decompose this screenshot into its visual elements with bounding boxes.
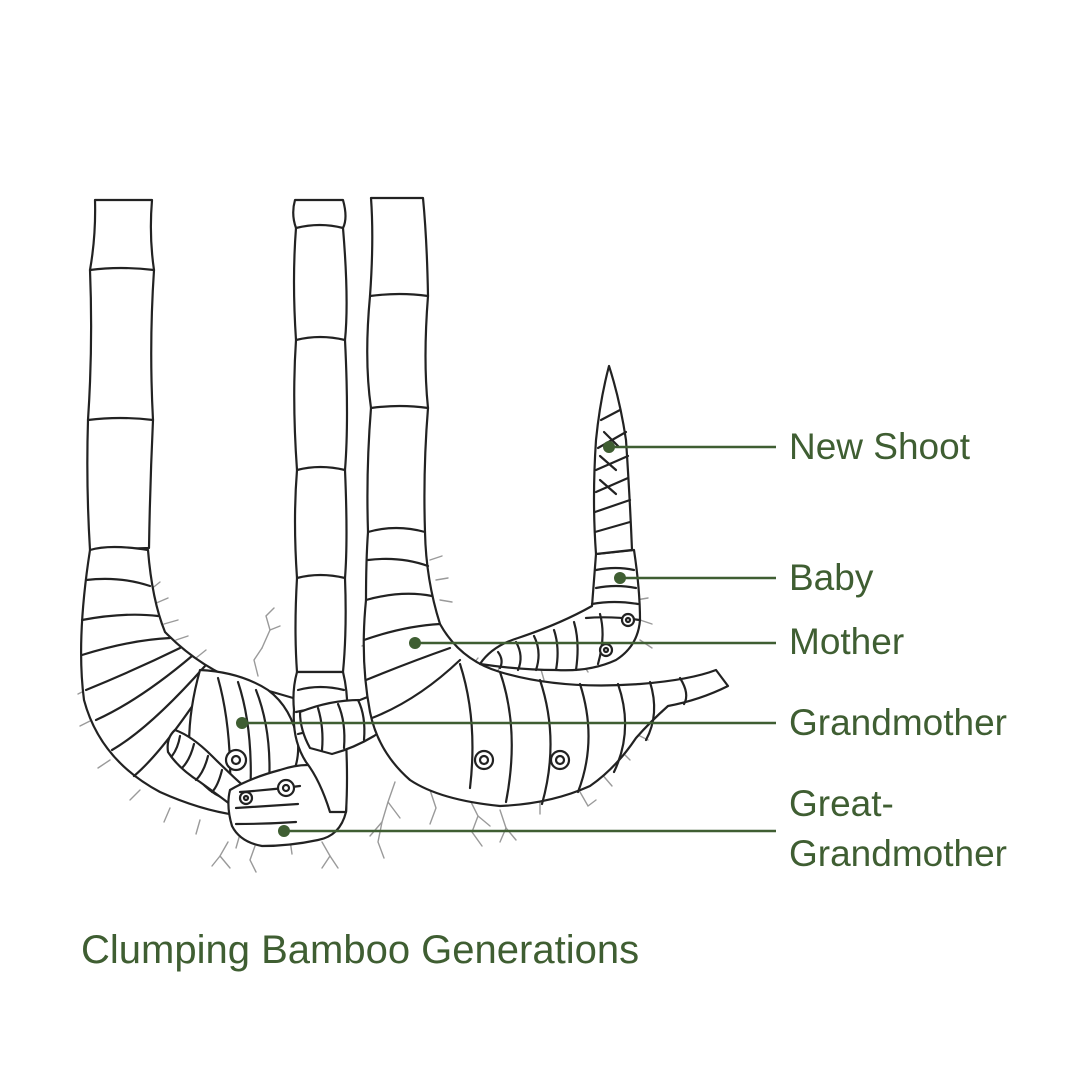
- rhizome-baby: [478, 548, 642, 672]
- label-great-grandmother-line2: Grandmother: [789, 833, 1007, 874]
- culm-middle: [292, 198, 349, 674]
- bamboo-drawing: [80, 196, 730, 848]
- leader-new-shoot: [603, 441, 776, 453]
- label-grandmother: Grandmother: [789, 702, 1007, 743]
- leader-baby: [614, 572, 776, 584]
- diagram-title: Clumping Bamboo Generations: [81, 928, 640, 972]
- label-baby: Baby: [789, 557, 874, 598]
- label-great-grandmother-line1: Great-: [789, 783, 894, 824]
- label-great-grandmother: Great- Grandmother: [789, 779, 1007, 879]
- rhizome-mother: [362, 526, 730, 808]
- label-new-shoot: New Shoot: [789, 426, 970, 467]
- culm-left: [86, 198, 156, 552]
- leader-grandmother: [236, 717, 776, 729]
- new-shoot: [592, 364, 634, 556]
- leader-great-grandmother: [278, 825, 776, 837]
- leader-mother: [409, 637, 776, 649]
- culm-mother: [366, 196, 430, 534]
- label-mother: Mother: [789, 621, 905, 662]
- leader-lines: [236, 441, 776, 837]
